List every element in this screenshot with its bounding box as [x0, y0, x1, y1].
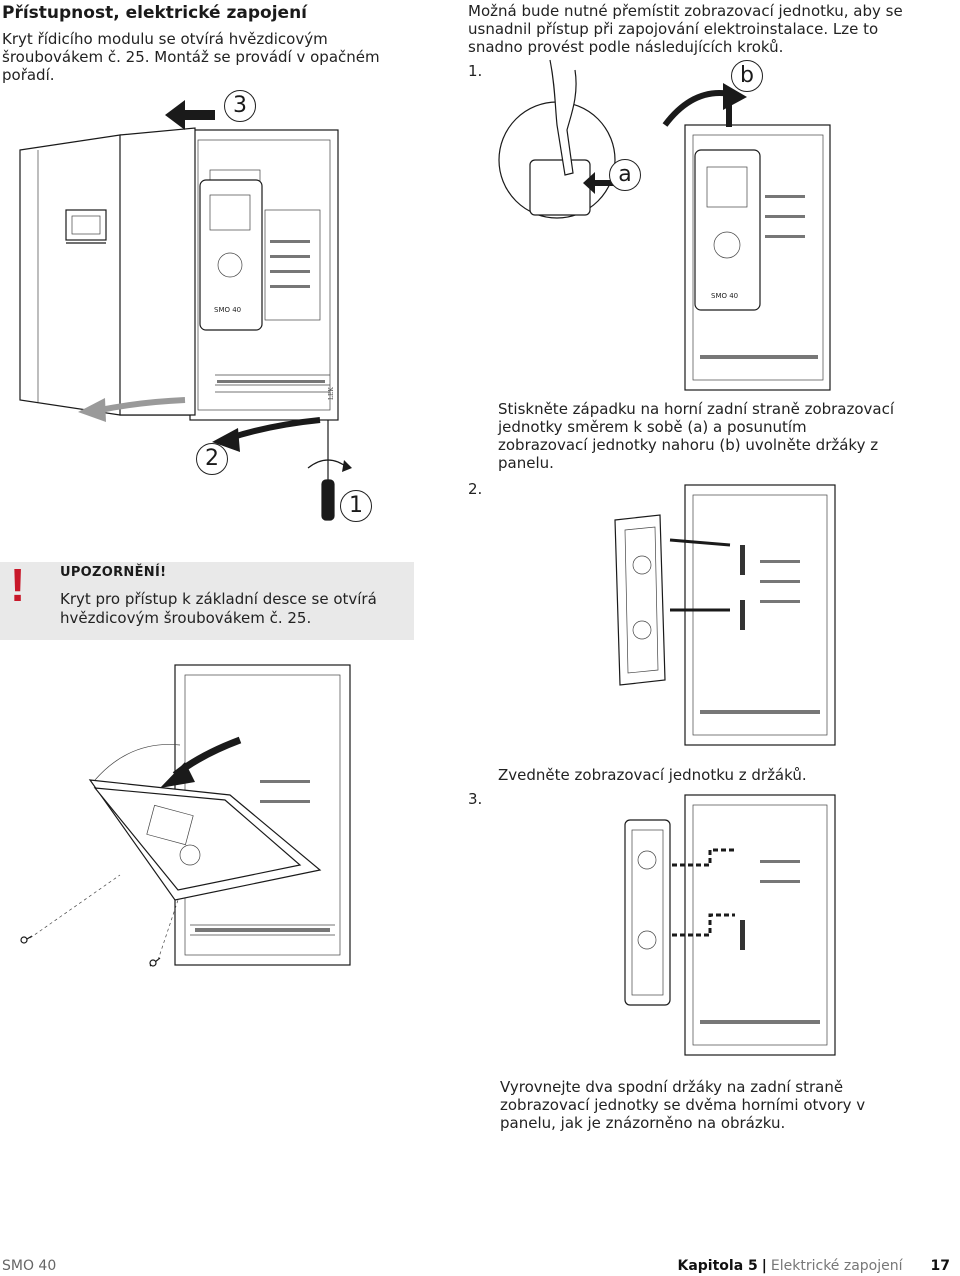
- callout-1: 1: [340, 490, 372, 522]
- warning-heading: UPOZORNĚNÍ!: [60, 565, 167, 580]
- warning-icon: !: [10, 559, 26, 611]
- callout-a: a: [609, 159, 641, 191]
- callout-2: 2: [196, 443, 228, 475]
- hand-icon: [549, 59, 577, 176]
- step-2-text: Stiskněte západku na horní zadní straně …: [498, 400, 895, 472]
- final-step-text: Vyrovnejte dva spodní držáky na zadní st…: [500, 1078, 866, 1132]
- cover-opening-figure: SMO 40 LEK 3 2 1: [0, 80, 420, 550]
- svg-text:LEK: LEK: [328, 387, 335, 400]
- warning-box: [0, 562, 414, 640]
- board-tilt-figure: [0, 660, 360, 980]
- footer-chapter-info: Kapitola 5|Elektrické zapojení 17: [677, 1258, 950, 1274]
- page-title: Přístupnost, elektrické zapojení: [2, 3, 307, 23]
- intro-left-text: Kryt řídicího modulu se otvírá hvězdicov…: [2, 30, 380, 84]
- step-2-number: 2.: [468, 480, 483, 498]
- step-3-text: Zvedněte zobrazovací jednotku z držáků.: [498, 766, 807, 784]
- footer-product: SMO 40: [2, 1258, 57, 1274]
- step-3-figure: [610, 790, 845, 1060]
- step-3-number: 3.: [468, 790, 483, 808]
- footer-separator: |: [761, 1258, 767, 1274]
- step-1-number: 1.: [468, 62, 483, 80]
- footer-page-number: 17: [930, 1258, 950, 1274]
- callout-3: 3: [224, 90, 256, 122]
- svg-text:SMO 40: SMO 40: [711, 292, 738, 300]
- footer-section: Elektrické zapojení: [770, 1258, 903, 1274]
- warning-text: Kryt pro přístup k základní desce se otv…: [60, 590, 377, 627]
- footer-chapter: Kapitola 5: [677, 1258, 758, 1274]
- step-2-figure: [600, 480, 845, 750]
- intro-right-text: Možná bude nutné přemístit zobrazovací j…: [468, 2, 903, 56]
- screwdriver-icon: [307, 420, 352, 521]
- unit-label: SMO 40: [214, 306, 241, 314]
- step-1-figure: SMO 40 a b: [495, 55, 845, 395]
- callout-b: b: [731, 60, 763, 92]
